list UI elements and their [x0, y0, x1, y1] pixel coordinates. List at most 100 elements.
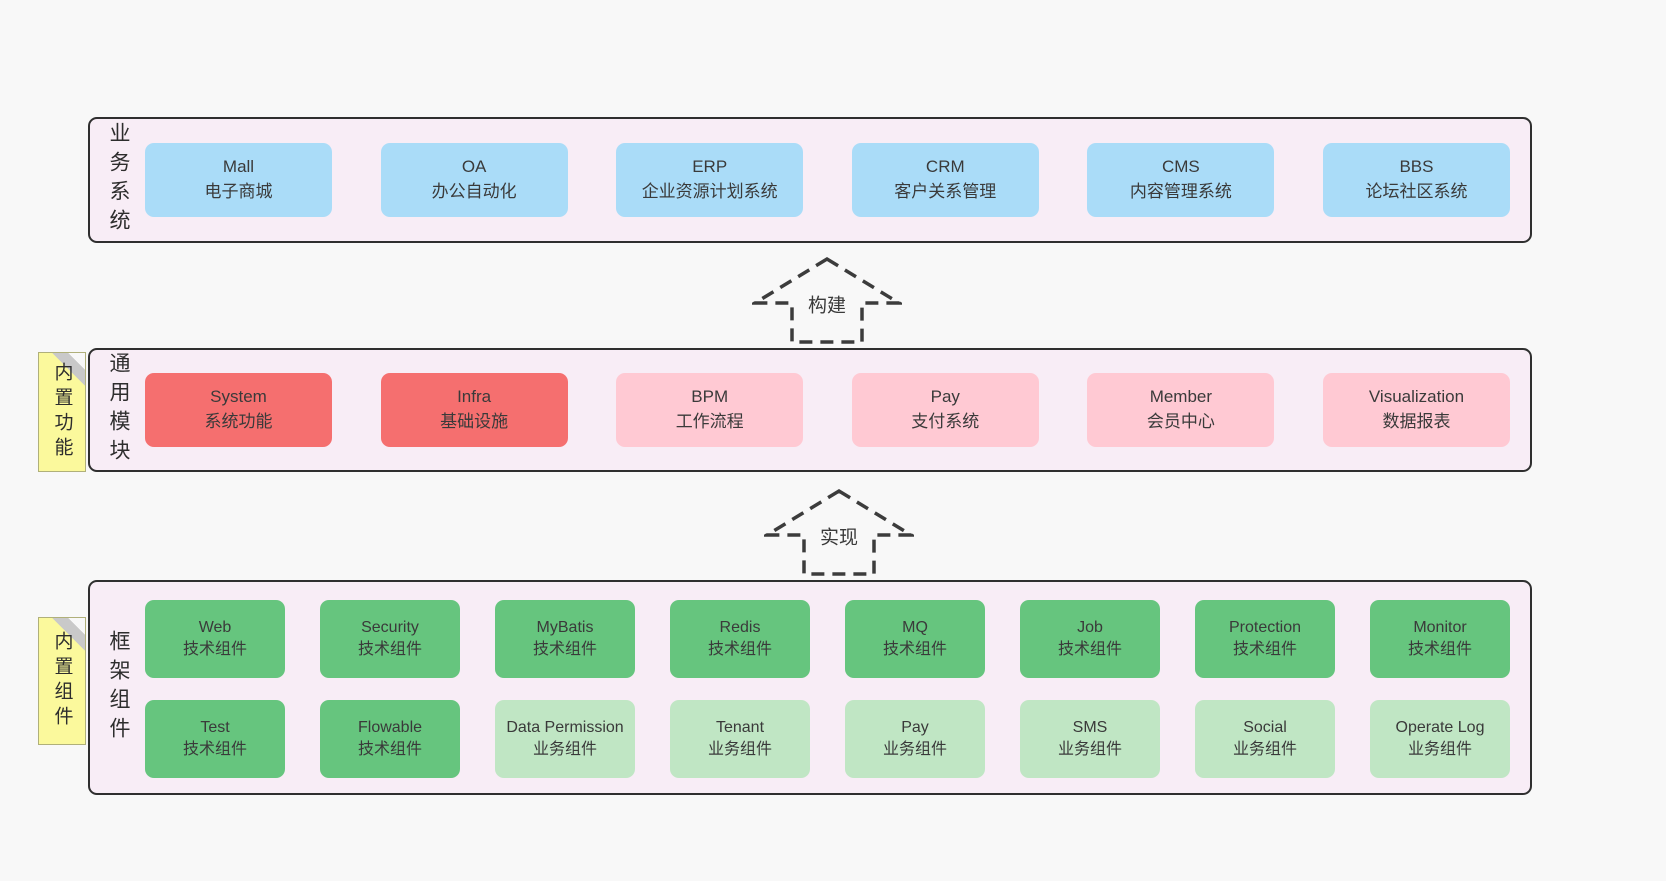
- box-redis: Redis 技术组件: [670, 600, 810, 678]
- box-subtitle: 客户关系管理: [894, 182, 997, 201]
- box-title: BBS: [1399, 157, 1434, 177]
- box-subtitle: 技术组件: [182, 741, 247, 758]
- business-systems-row: Mall 电子商城 OA 办公自动化 ERP 企业资源计划系统 CRM 客户关系…: [145, 143, 1510, 217]
- box-subtitle: 技术组件: [357, 641, 422, 658]
- box-subtitle: 技术组件: [882, 641, 947, 658]
- box-cms: CMS 内容管理系统: [1087, 143, 1275, 217]
- box-title: Social: [1243, 719, 1287, 737]
- box-subtitle: 系统功能: [204, 412, 273, 431]
- box-pay: Pay 支付系统: [851, 373, 1039, 447]
- box-title: OA: [461, 157, 487, 177]
- band-common-modules-label: 通用模块: [107, 352, 130, 468]
- band-common-modules: 通用模块 System 系统功能 Infra 基础设施 BPM 工作流程 Pay…: [88, 348, 1532, 472]
- framework-components-row-2: Test 技术组件 Flowable 技术组件 Data Permission …: [145, 700, 1510, 778]
- sticky-note-label: 内置功能: [51, 362, 73, 462]
- box-erp: ERP 企业资源计划系统: [616, 143, 804, 217]
- box-oa: OA 办公自动化: [380, 143, 568, 217]
- box-title: MyBatis: [536, 619, 594, 637]
- box-title: Security: [361, 619, 419, 637]
- box-title: MQ: [902, 619, 928, 637]
- box-system: System 系统功能: [145, 373, 332, 447]
- box-title: CRM: [925, 157, 965, 177]
- box-title: Protection: [1228, 619, 1302, 637]
- box-subtitle: 业务组件: [1232, 741, 1297, 758]
- box-mq: MQ 技术组件: [845, 600, 985, 678]
- box-protection: Protection 技术组件: [1195, 600, 1335, 678]
- box-subtitle: 业务组件: [532, 741, 597, 758]
- box-subtitle: 论坛社区系统: [1365, 182, 1468, 201]
- box-subtitle: 技术组件: [1232, 641, 1297, 658]
- box-title: Infra: [457, 387, 492, 407]
- box-subtitle: 技术组件: [1407, 641, 1472, 658]
- box-title: Job: [1077, 619, 1103, 637]
- box-job: Job 技术组件: [1020, 600, 1160, 678]
- box-data-permission: Data Permission 业务组件: [495, 700, 635, 778]
- box-member: Member 会员中心: [1087, 373, 1275, 447]
- sticky-note-built-in-features: 内置功能: [38, 352, 86, 472]
- box-title: CMS: [1161, 157, 1200, 177]
- box-title: Visualization: [1368, 387, 1465, 407]
- box-title: Pay: [901, 719, 929, 737]
- box-web: Web 技术组件: [145, 600, 285, 678]
- box-subtitle: 内容管理系统: [1129, 182, 1232, 201]
- box-title: BPM: [691, 387, 729, 407]
- box-subtitle: 基础设施: [440, 412, 509, 431]
- box-mall: Mall 电子商城: [145, 143, 332, 217]
- box-pay-biz: Pay 业务组件: [845, 700, 985, 778]
- box-subtitle: 数据报表: [1382, 412, 1451, 431]
- band-framework-components: 框架组件 Web 技术组件 Security 技术组件 MyBatis 技术组件…: [88, 580, 1532, 795]
- box-title: Member: [1149, 387, 1213, 407]
- arrow-implement-label: 实现: [816, 522, 862, 550]
- box-title: Redis: [719, 619, 761, 637]
- box-subtitle: 电子商城: [204, 182, 273, 201]
- box-crm: CRM 客户关系管理: [851, 143, 1039, 217]
- box-infra: Infra 基础设施: [380, 373, 568, 447]
- box-mybatis: MyBatis 技术组件: [495, 600, 635, 678]
- box-operate-log: Operate Log 业务组件: [1370, 700, 1510, 778]
- box-title: Monitor: [1413, 619, 1467, 637]
- box-visualization: Visualization 数据报表: [1322, 373, 1510, 447]
- arrow-implement: 实现: [764, 487, 914, 577]
- box-title: SMS: [1072, 719, 1108, 737]
- box-subtitle: 业务组件: [882, 741, 947, 758]
- box-flowable: Flowable 技术组件: [320, 700, 460, 778]
- box-subtitle: 技术组件: [707, 641, 772, 658]
- box-tenant: Tenant 业务组件: [670, 700, 810, 778]
- box-title: System: [210, 387, 267, 407]
- arrow-build-label: 构建: [804, 290, 850, 318]
- box-bbs: BBS 论坛社区系统: [1322, 143, 1510, 217]
- sticky-note-label: 内置组件: [51, 631, 73, 731]
- box-sms: SMS 业务组件: [1020, 700, 1160, 778]
- box-title: Data Permission: [506, 719, 624, 737]
- box-title: Flowable: [357, 719, 423, 737]
- box-subtitle: 企业资源计划系统: [641, 182, 778, 201]
- box-title: Operate Log: [1395, 719, 1485, 737]
- box-subtitle: 办公自动化: [431, 182, 517, 201]
- box-title: Test: [200, 719, 230, 737]
- box-subtitle: 业务组件: [707, 741, 772, 758]
- common-modules-row: System 系统功能 Infra 基础设施 BPM 工作流程 Pay 支付系统…: [145, 373, 1510, 447]
- band-framework-components-label: 框架组件: [107, 629, 130, 746]
- band-business-systems-label: 业务系统: [107, 122, 130, 238]
- box-security: Security 技术组件: [320, 600, 460, 678]
- box-subtitle: 技术组件: [182, 641, 247, 658]
- box-subtitle: 技术组件: [532, 641, 597, 658]
- box-bpm: BPM 工作流程: [616, 373, 804, 447]
- box-title: Pay: [930, 387, 960, 407]
- box-subtitle: 支付系统: [911, 412, 980, 431]
- box-subtitle: 业务组件: [1407, 741, 1472, 758]
- box-test: Test 技术组件: [145, 700, 285, 778]
- framework-components-row-1: Web 技术组件 Security 技术组件 MyBatis 技术组件 Redi…: [145, 600, 1510, 678]
- box-title: Web: [198, 619, 232, 637]
- box-subtitle: 技术组件: [357, 741, 422, 758]
- box-title: Tenant: [715, 719, 765, 737]
- band-business-systems: 业务系统 Mall 电子商城 OA 办公自动化 ERP 企业资源计划系统 CRM…: [88, 117, 1532, 243]
- box-title: ERP: [692, 157, 728, 177]
- box-subtitle: 会员中心: [1146, 412, 1215, 431]
- arrow-build: 构建: [752, 255, 902, 345]
- box-subtitle: 工作流程: [675, 412, 744, 431]
- box-subtitle: 业务组件: [1057, 741, 1122, 758]
- box-subtitle: 技术组件: [1057, 641, 1122, 658]
- sticky-note-built-in-components: 内置组件: [38, 617, 86, 745]
